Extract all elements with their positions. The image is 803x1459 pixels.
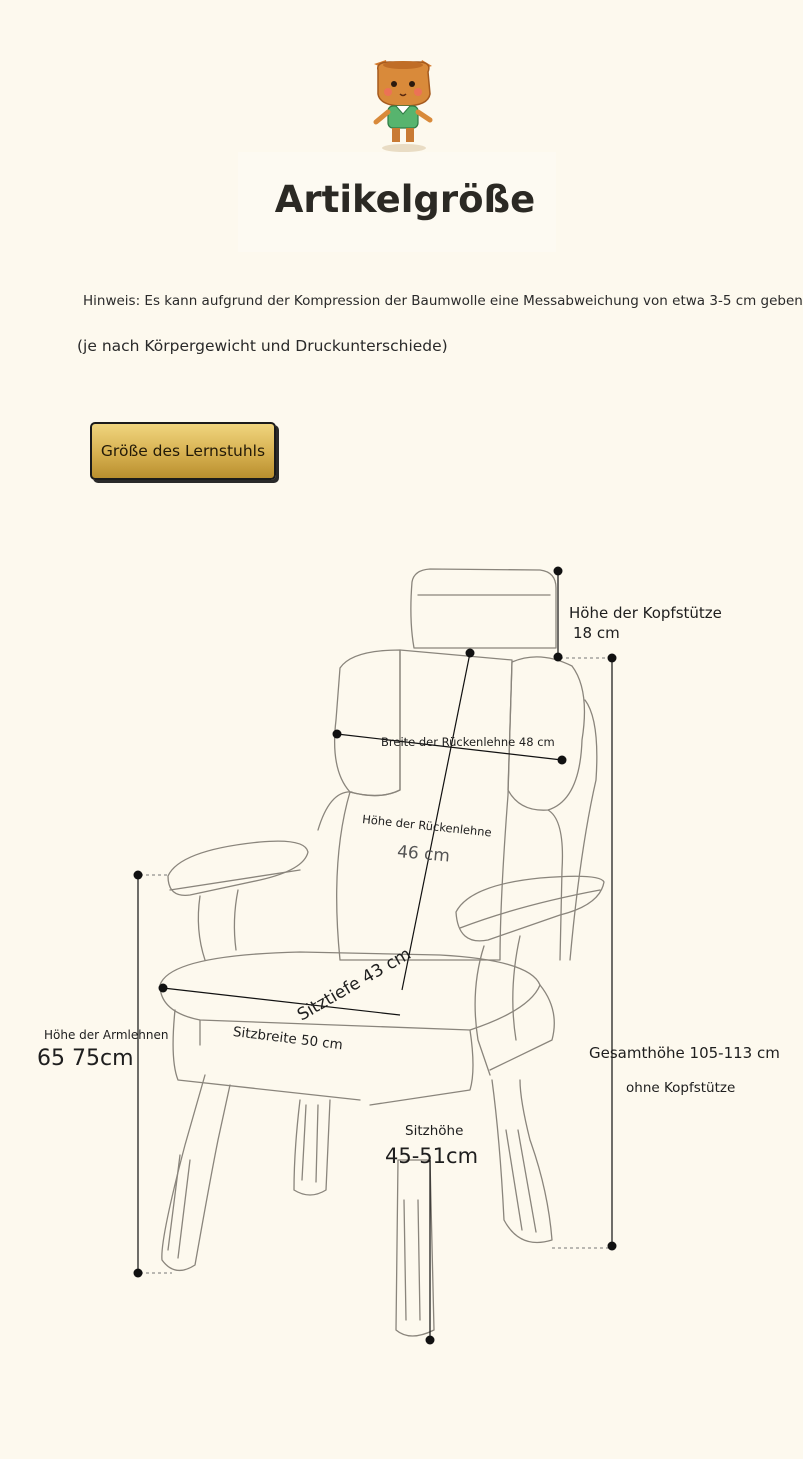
- chair-diagram: [133, 566, 617, 1345]
- title-panel: [238, 152, 556, 252]
- hint-subtext: (je nach Körpergewicht und Druckuntersch…: [77, 337, 448, 355]
- total-height-note: ohne Kopfstütze: [626, 1080, 736, 1096]
- headrest-height-label: Höhe der Kopfstütze: [569, 604, 722, 622]
- hint-text: Hinweis: Es kann aufgrund der Kompressio…: [83, 293, 803, 309]
- armrest-height-value: 65 75cm: [37, 1046, 134, 1071]
- seat-height-label: Sitzhöhe: [405, 1123, 464, 1139]
- section-badge: Größe des Lernstuhls: [90, 422, 276, 480]
- dimension-lines: [137, 572, 613, 1340]
- backrest-width-label: Breite der Rückenlehne 48 cm: [381, 735, 555, 749]
- total-height-label: Gesamthöhe 105-113 cm: [589, 1044, 780, 1062]
- page-title: Artikelgröße: [274, 178, 536, 221]
- armrest-height-label: Höhe der Armlehnen: [44, 1028, 169, 1042]
- seat-height-value: 45-51cm: [385, 1144, 479, 1168]
- dimension-leaders: [140, 657, 612, 1274]
- chair-sketch: [159, 568, 605, 1337]
- headrest-height-value: 18 cm: [573, 624, 620, 642]
- mascot-icon: [373, 60, 433, 152]
- dimension-points: [133, 566, 617, 1345]
